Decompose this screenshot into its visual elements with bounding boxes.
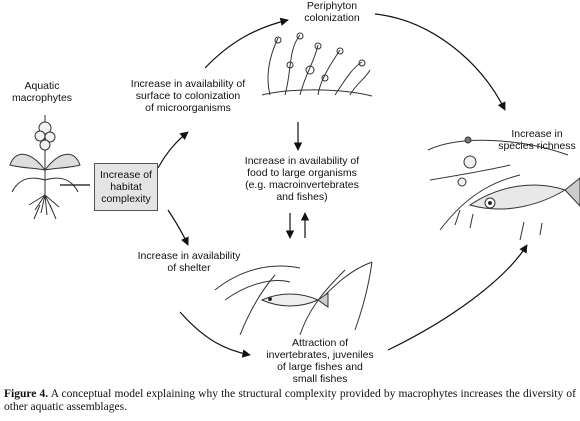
label-line: Attraction of — [291, 337, 349, 349]
periphyton-illustration — [261, 32, 373, 97]
label-shelter-availability: Increase in availability of shelter — [124, 250, 254, 274]
caption-label: Figure 4. — [4, 388, 49, 400]
arrow-periphyton-to-richness — [374, 13, 506, 111]
label-line: (e.g. macroinvertebrates — [245, 179, 359, 191]
label-line: of shelter — [167, 262, 211, 274]
label-line: of microorganisms — [145, 102, 231, 114]
fish-shelter-illustration — [214, 261, 373, 336]
label-species-richness: Increase in species richness — [492, 128, 580, 152]
label-line: Increase in availability of — [244, 155, 360, 167]
label-food-availability: Increase in availability of food to larg… — [232, 155, 372, 203]
label-line: Periphyton — [306, 0, 358, 12]
label-line: Increase in availability — [137, 250, 241, 262]
arrow-surface-to-periphyton — [204, 17, 289, 69]
habitat-complexity-box: Increase of habitat complexity — [94, 163, 158, 211]
label-line: habitat — [110, 181, 142, 193]
figure-caption: Figure 4. A conceptual model explaining … — [4, 388, 576, 414]
arrow-shelter-to-attraction — [179, 311, 251, 358]
arrow-attraction-to-richness — [387, 244, 528, 351]
label-line: food to large organisms — [247, 167, 357, 179]
label-line: Increase in — [511, 128, 563, 140]
label-line: Increase of — [100, 169, 152, 181]
label-line: of large fishes and — [277, 361, 363, 373]
label-attraction: Attraction of invertebrates, juveniles o… — [255, 337, 385, 385]
label-line: Increase in availability of — [130, 78, 246, 90]
label-periphyton-colonization: Periphyton colonization — [282, 0, 382, 24]
label-line: colonization — [304, 12, 360, 24]
arrow-habitat-to-surface — [157, 131, 189, 169]
arrow-habitat-to-shelter — [167, 209, 189, 246]
label-line: invertebrates, juveniles — [266, 349, 374, 361]
label-line: small fishes — [292, 373, 348, 385]
label-line: species richness — [498, 140, 576, 152]
label-line: and fishes) — [276, 191, 328, 203]
label-line: complexity — [101, 193, 151, 205]
label-line: Aquatic — [24, 80, 60, 92]
species-richness-illustration — [427, 136, 580, 241]
label-aquatic-macrophytes: Aquatic macrophytes — [6, 80, 78, 104]
caption-text: A conceptual model explaining why the st… — [4, 388, 576, 413]
macrophyte-illustration — [9, 115, 81, 220]
label-surface-availability: Increase in availability of surface to c… — [118, 78, 258, 114]
label-line: macrophytes — [11, 92, 73, 104]
label-line: surface to colonization — [135, 90, 241, 102]
